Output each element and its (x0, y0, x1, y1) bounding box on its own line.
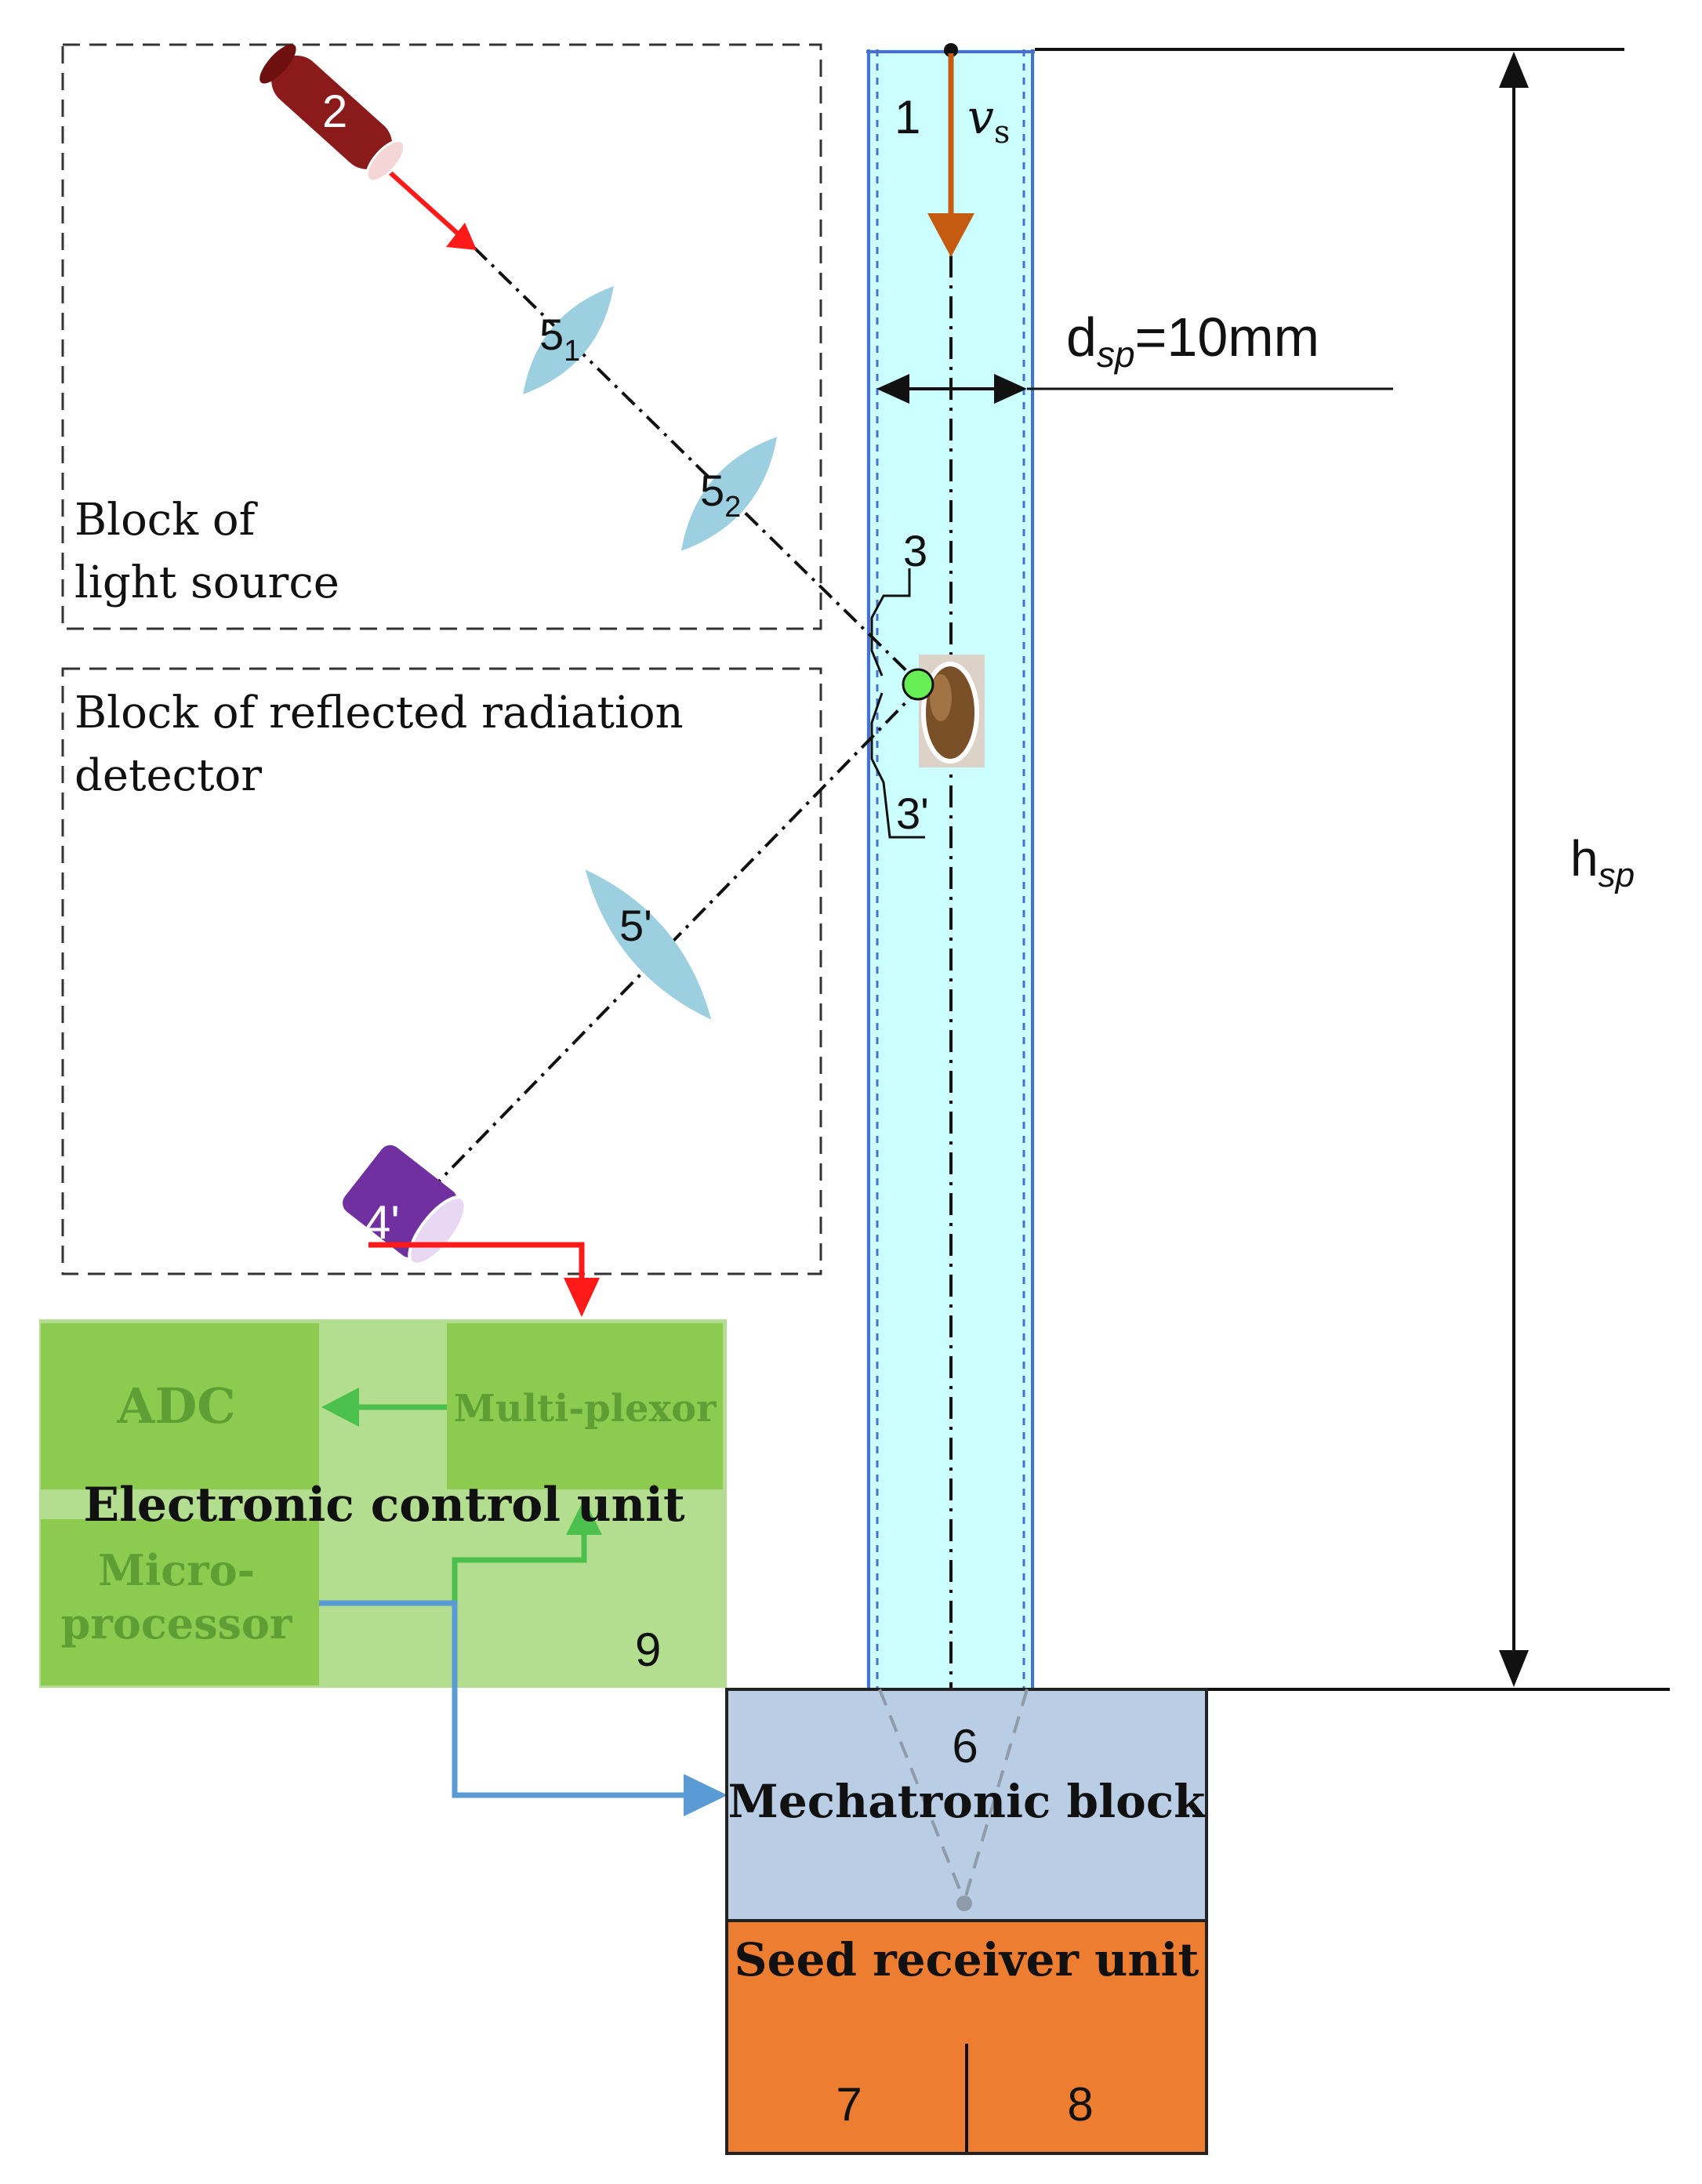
multiplexor-to-adc-arrowhead (321, 1388, 359, 1427)
control-to-mechatronic-arrowhead (684, 1774, 728, 1816)
light-source-block-frame (61, 43, 822, 630)
detector-block-label-line2: detector (74, 750, 262, 801)
laser-source-icon (259, 44, 406, 183)
diameter-arrowhead-right (994, 374, 1027, 404)
microprocessor-box (41, 1519, 319, 1685)
beam-focus-point (902, 668, 934, 701)
lens-5-2-label: 52 (700, 466, 741, 524)
detector-block-label-line1: Block of reflected radiation (74, 687, 684, 738)
detector-block-frame (61, 667, 822, 1275)
velocity-arrowhead (927, 213, 974, 257)
adc-label: ADC (116, 1377, 235, 1435)
height-label: hsp (1570, 830, 1635, 894)
height-arrowhead-top (1499, 52, 1529, 88)
control-to-mechatronic-line (319, 1600, 690, 1798)
mechatronic-block (725, 1688, 1208, 1922)
adc-box (41, 1323, 319, 1489)
height-arrowhead-bottom (1499, 1650, 1529, 1687)
laser-number-label: 2 (322, 86, 347, 137)
multiplexor-box (447, 1323, 723, 1489)
incident-beam-path (473, 246, 924, 687)
multiplexor-label: Multi-plexor (454, 1387, 717, 1431)
light-source-block-label-line2: light source (74, 557, 339, 608)
mechatronic-number-label: 6 (952, 1720, 978, 1772)
lens-5-1-icon (523, 286, 614, 394)
velocity-origin-dot (944, 43, 958, 57)
detector-lens-label: 5' (619, 901, 652, 950)
seed-pipe (866, 49, 1035, 1688)
ecu-title: Electronic control unit (83, 1478, 685, 1533)
tube-number-label: 1 (895, 91, 920, 143)
seed-receiver-right-number: 8 (1067, 2078, 1093, 2131)
diameter-arrowhead-left (876, 374, 909, 404)
zone-3-label: 3 (903, 526, 927, 575)
detector-signal-line (368, 1242, 585, 1286)
seed-receiver-left-number: 7 (836, 2078, 862, 2131)
ecu-number-label: 9 (635, 1623, 661, 1676)
outlet-point (956, 1896, 972, 1911)
zone-3-prime-brace (870, 692, 925, 839)
photodetector-label: 4' (365, 1196, 400, 1249)
mechatronic-title: Mechatronic block (728, 1775, 1207, 1828)
microprocessor-to-multiplexor-arrowhead (566, 1499, 602, 1535)
light-source-block-label-line1: Block of (74, 495, 259, 546)
diameter-label: dsp=10mm (1066, 307, 1319, 375)
lens-5-2-icon (680, 437, 778, 551)
lens-5-1-label: 51 (539, 310, 580, 368)
photodetector-icon (343, 1145, 467, 1266)
zone-3-prime-label: 3' (896, 789, 929, 838)
reflected-beam-path (426, 684, 924, 1195)
velocity-label: vs (967, 90, 1010, 151)
detector-lens-icon (585, 869, 712, 1020)
zone-3-brace (870, 568, 911, 677)
microprocessor-label-line2: processor (61, 1598, 292, 1649)
laser-beam-arrowhead (446, 223, 477, 250)
detector-signal-arrowhead (564, 1278, 600, 1317)
seed-receiver-title: Seed receiver unit (735, 1933, 1199, 1986)
microprocessor-label-line1: Micro- (98, 1545, 255, 1595)
